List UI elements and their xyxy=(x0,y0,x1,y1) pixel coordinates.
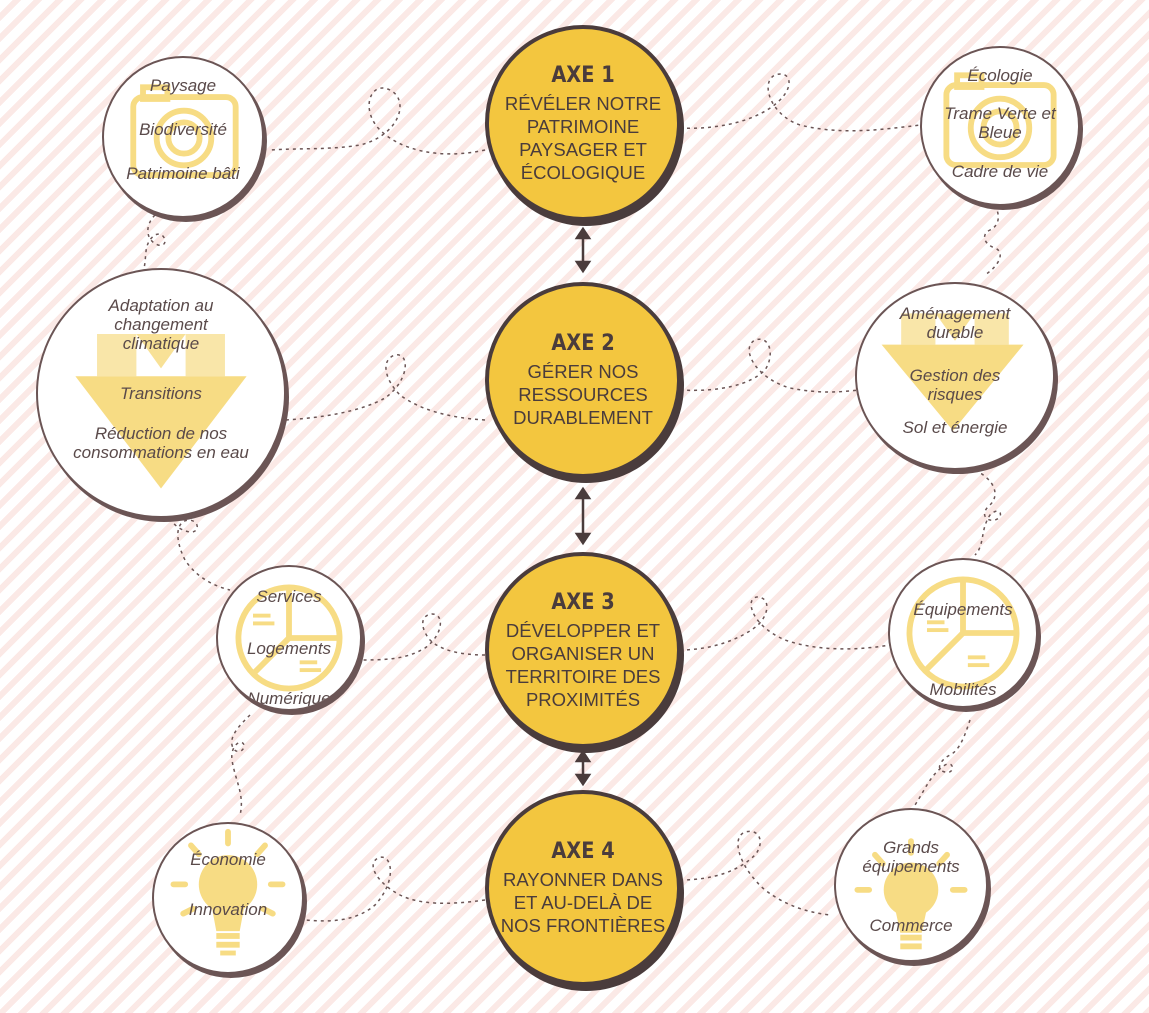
axe-2-title: AXE 2 xyxy=(551,331,615,356)
bubble-label: Paysage xyxy=(149,76,217,95)
theme-bubble-axe1-right: Écologie Trame Verte et Bleue Cadre de v… xyxy=(920,46,1080,206)
connector-axe3-right xyxy=(679,596,891,651)
pie-chart-icon xyxy=(235,584,343,692)
theme-bubble-axe4-right: Grands équipements Commerce xyxy=(834,808,988,962)
theme-bubble-axe2-left: Adaptation au changement climatique Tran… xyxy=(36,268,286,518)
arrow-axe2-axe3 xyxy=(574,486,592,546)
bubble-label: Économie xyxy=(190,850,266,869)
pie-chart-icon xyxy=(906,576,1020,690)
axe-3-description: DÉVELOPPER ET ORGANISER UN TERRITOIRE DE… xyxy=(505,619,661,710)
connector-b3r-b4r xyxy=(914,719,971,806)
lightbulb-icon xyxy=(854,838,968,950)
axe-4-description: RAYONNER DANS ET AU-DELÀ DE NOS FRONTIÈR… xyxy=(500,869,666,936)
bubble-label: Sol et énergie xyxy=(902,418,1008,437)
connector-b1r-b2r xyxy=(983,204,1001,276)
bubble-label: Mobilités xyxy=(929,680,997,699)
bubble-label: Transitions xyxy=(120,384,202,403)
bubble-label: Écologie xyxy=(967,66,1033,85)
bubble-label: Grands équipements xyxy=(862,838,960,876)
lightbulb-icon xyxy=(170,828,286,956)
connector-axe3-left xyxy=(354,613,486,661)
connector-b3l-b4l xyxy=(231,714,251,816)
axe-2-circle: AXE 2 GÉRER NOS RESSOURCES DURABLEMENT xyxy=(485,282,681,478)
arrow-axe3-axe4 xyxy=(574,749,592,787)
theme-bubble-axe1-left: Paysage Biodiversité Patrimoine bâti xyxy=(102,56,264,218)
theme-bubble-axe4-left: Économie Innovation xyxy=(152,822,304,974)
bubble-label: Commerce xyxy=(869,916,953,935)
axe-2-description: GÉRER NOS RESSOURCES DURABLEMENT xyxy=(513,361,653,428)
diamond-icon xyxy=(75,333,247,489)
bubble-label: Biodiversité xyxy=(139,120,227,139)
connector-axe1-right xyxy=(679,73,921,132)
bubble-label: Numérique xyxy=(247,689,331,708)
bubble-label: Innovation xyxy=(188,900,268,919)
connector-axe1-left xyxy=(269,87,486,155)
axe-4-circle: AXE 4 RAYONNER DANS ET AU-DELÀ DE NOS FR… xyxy=(485,790,681,986)
bubble-label: Gestion des risques xyxy=(909,366,1001,404)
bubble-label: Services xyxy=(256,587,322,606)
axe-4-title: AXE 4 xyxy=(551,839,615,864)
axe-1-circle: AXE 1 RÉVÉLER NOTRE PATRIMOINE PAYSAGER … xyxy=(485,25,681,221)
bubble-label: Adaptation au changement climatique xyxy=(108,296,214,353)
theme-bubble-axe3-left: Services Logements Numérique xyxy=(216,565,362,711)
connector-axe4-right xyxy=(679,830,831,916)
bubble-label: Cadre de vie xyxy=(951,162,1049,181)
diamond-icon xyxy=(881,313,1024,431)
axe-1-description: RÉVÉLER NOTRE PATRIMOINE PAYSAGER ET ÉCO… xyxy=(504,92,662,183)
bubble-label: Aménagement durable xyxy=(899,304,1011,342)
bubble-label: Équipements xyxy=(913,600,1013,619)
arrow-axe1-axe2 xyxy=(574,226,592,274)
theme-bubble-axe2-right: Aménagement durable Gestion des risques … xyxy=(855,282,1055,470)
axe-3-title: AXE 3 xyxy=(551,589,615,615)
camera-icon xyxy=(943,72,1057,168)
connector-axe2-right xyxy=(679,338,861,393)
camera-icon xyxy=(130,84,239,178)
connector-b1l-b2l xyxy=(139,214,166,276)
bubble-label: Trame Verte et Bleue xyxy=(944,104,1056,142)
bubble-label: Patrimoine bâti xyxy=(126,164,240,183)
axe-3-circle: AXE 3 DÉVELOPPER ET ORGANISER UN TERRITO… xyxy=(485,552,681,748)
axe-1-title: AXE 1 xyxy=(551,62,615,88)
connector-axe2-left xyxy=(284,354,486,421)
theme-bubble-axe3-right: Équipements Mobilités xyxy=(888,558,1038,708)
bubble-label: Logements xyxy=(246,639,332,658)
connector-b2r-b3r xyxy=(974,469,1002,556)
bubble-label: Réduction de nos consommations en eau xyxy=(73,424,249,462)
connector-axe4-left xyxy=(304,856,486,922)
